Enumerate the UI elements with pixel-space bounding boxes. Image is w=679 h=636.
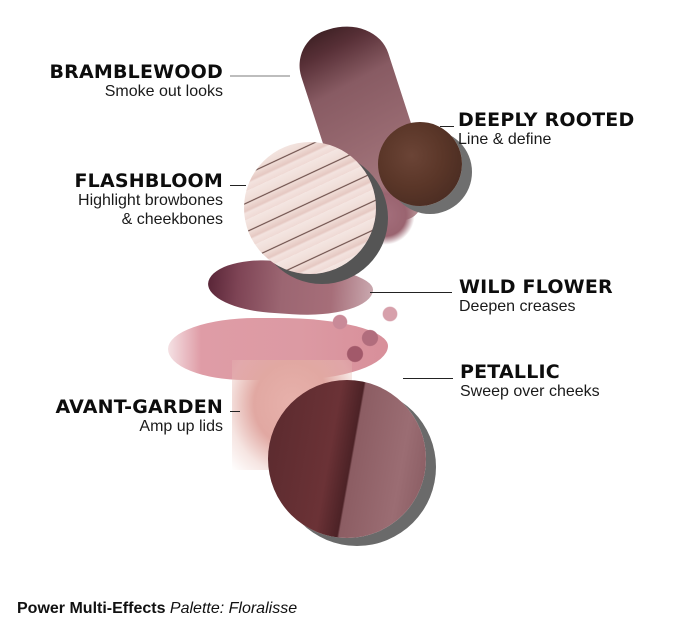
palette-name: Palette: Floralisse — [169, 600, 298, 617]
bramblewood-name: BRAMBLEWOOD — [49, 61, 223, 83]
wild-flower-leader — [370, 292, 452, 293]
flashbloom-leader — [230, 185, 246, 186]
petallic-desc: Sweep over cheeks — [460, 383, 600, 400]
flashbloom-label: FLASHBLOOM Highlight browbones & cheekbo… — [20, 170, 224, 229]
bramblewood-leader — [230, 75, 290, 77]
deeply-rooted-label: DEEPLY ROOTED Line & define — [458, 110, 634, 149]
flashbloom-desc-2: & cheekbones — [121, 211, 223, 228]
bramblewood-label: BRAMBLEWOOD Smoke out looks — [20, 62, 223, 101]
avant-garden-label: AVANT-GARDEN Amp up lids — [10, 397, 223, 436]
petallic-label: PETALLIC Sweep over cheeks — [460, 362, 600, 401]
petallic-name: PETALLIC — [460, 361, 560, 383]
avant-garden-leader — [230, 411, 240, 412]
wild-flower-name: WILD FLOWER — [459, 276, 613, 298]
deeply-rooted-desc: Line & define — [458, 131, 552, 148]
petallic-leader — [403, 378, 453, 379]
wild-flower-label: WILD FLOWER Deepen creases — [459, 277, 613, 316]
wild-flower-desc: Deepen creases — [459, 298, 576, 315]
avant-garden-desc: Amp up lids — [139, 418, 223, 435]
product-caption: Power Multi-Effects Palette: Floralisse — [17, 600, 297, 618]
avant-garden-name: AVANT-GARDEN — [55, 396, 223, 418]
deeply-rooted-pan — [378, 122, 462, 206]
deeply-rooted-name: DEEPLY ROOTED — [458, 109, 635, 131]
flashbloom-name: FLASHBLOOM — [74, 170, 223, 192]
deeply-rooted-leader — [440, 126, 454, 127]
avant-garden-pan — [268, 380, 426, 538]
product-name: Power Multi-Effects — [17, 600, 166, 617]
flashbloom-desc-1: Highlight browbones — [78, 192, 223, 209]
flashbloom-pan — [244, 142, 376, 274]
bramblewood-desc: Smoke out looks — [104, 83, 223, 100]
